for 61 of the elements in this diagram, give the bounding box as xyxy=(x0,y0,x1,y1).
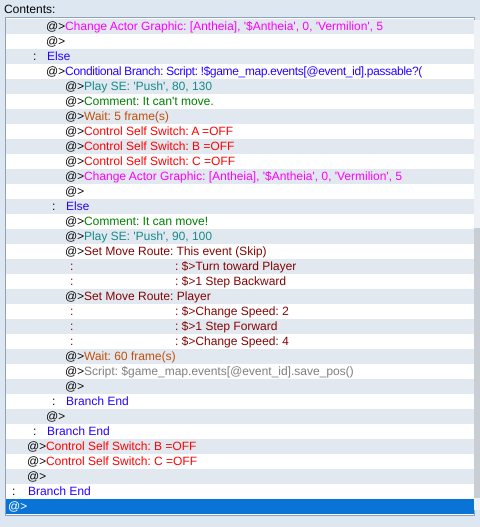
line-marker: @> xyxy=(27,469,46,484)
line-marker: @> xyxy=(46,64,66,79)
line-marker: : xyxy=(52,394,56,409)
line-marker: @> xyxy=(65,184,84,199)
line-marker: @> xyxy=(8,499,28,514)
command-text: Set Move Route: Player xyxy=(84,289,211,304)
line-marker: : xyxy=(12,484,16,499)
line-marker: : xyxy=(70,319,74,334)
command-text: : $>1 Step Forward xyxy=(175,319,278,334)
panel-title: Contents: xyxy=(4,2,56,17)
command-text: Control Self Switch: C =OFF xyxy=(84,154,236,169)
line-marker: @> xyxy=(46,34,66,49)
line-marker: : xyxy=(70,334,74,349)
line-marker: @> xyxy=(65,289,84,304)
line-marker: : xyxy=(70,259,74,274)
line-marker: @> xyxy=(65,229,84,244)
command-text: Script: $game_map.events[@event_id].save_pos() xyxy=(84,364,354,379)
command-text: : $>1 Step Backward xyxy=(175,274,286,289)
line-marker: @> xyxy=(65,379,84,394)
command-text: Branch End xyxy=(47,424,110,439)
command-text: Control Self Switch: B =OFF xyxy=(46,439,196,454)
line-marker: @> xyxy=(65,94,84,109)
command-text: Comment: It can move! xyxy=(84,214,208,229)
command-text: Else xyxy=(66,199,90,214)
line-marker: @> xyxy=(65,79,84,94)
command-text: Control Self Switch: A =OFF xyxy=(84,124,234,139)
command-text: Play SE: 'Push', 80, 130 xyxy=(84,79,212,94)
line-marker: @> xyxy=(65,124,84,139)
line-marker: : xyxy=(70,304,74,319)
line-marker: @> xyxy=(65,364,84,379)
command-text: Wait: 60 frame(s) xyxy=(84,349,176,364)
line-marker: @> xyxy=(65,349,84,364)
line-marker: : xyxy=(70,274,74,289)
line-marker: @> xyxy=(27,454,46,469)
command-text: : $>Change Speed: 4 xyxy=(175,334,289,349)
line-marker: @> xyxy=(65,139,84,154)
line-marker: @> xyxy=(65,169,84,184)
command-text: Change Actor Graphic: [Antheia], '$Antheia', 0, 'Vermilion', 5 xyxy=(84,169,402,184)
command-text: Play SE: 'Push', 90, 100 xyxy=(84,229,212,244)
line-marker: : xyxy=(33,49,36,64)
line-marker: @> xyxy=(65,154,84,169)
line-marker: @> xyxy=(65,109,84,124)
line-marker: : xyxy=(33,424,36,439)
command-text: Control Self Switch: C =OFF xyxy=(46,454,198,469)
command-text: Conditional Branch: Script: !$game_map.events[@event_id].passable?( xyxy=(65,64,422,79)
command-text: : $>Turn toward Player xyxy=(175,259,296,274)
command-text: Else xyxy=(47,49,70,64)
line-marker: @> xyxy=(65,214,84,229)
command-text: Branch End xyxy=(66,394,129,409)
line-marker: @> xyxy=(46,19,66,34)
line-marker: @> xyxy=(46,409,66,424)
command-text: Control Self Switch: B =OFF xyxy=(84,139,234,154)
command-text: Comment: It can't move. xyxy=(84,94,214,109)
command-text: Wait: 5 frame(s) xyxy=(84,109,169,124)
command-text: Branch End xyxy=(28,484,91,499)
command-text: Set Move Route: This event (Skip) xyxy=(84,244,267,259)
line-marker: @> xyxy=(65,244,84,259)
command-text: Change Actor Graphic: [Antheia], '$Antheia', 0, 'Vermilion', 5 xyxy=(65,19,384,34)
command-text: : $>Change Speed: 2 xyxy=(175,304,289,319)
line-marker: @> xyxy=(27,439,46,454)
line-marker: : xyxy=(52,199,56,214)
